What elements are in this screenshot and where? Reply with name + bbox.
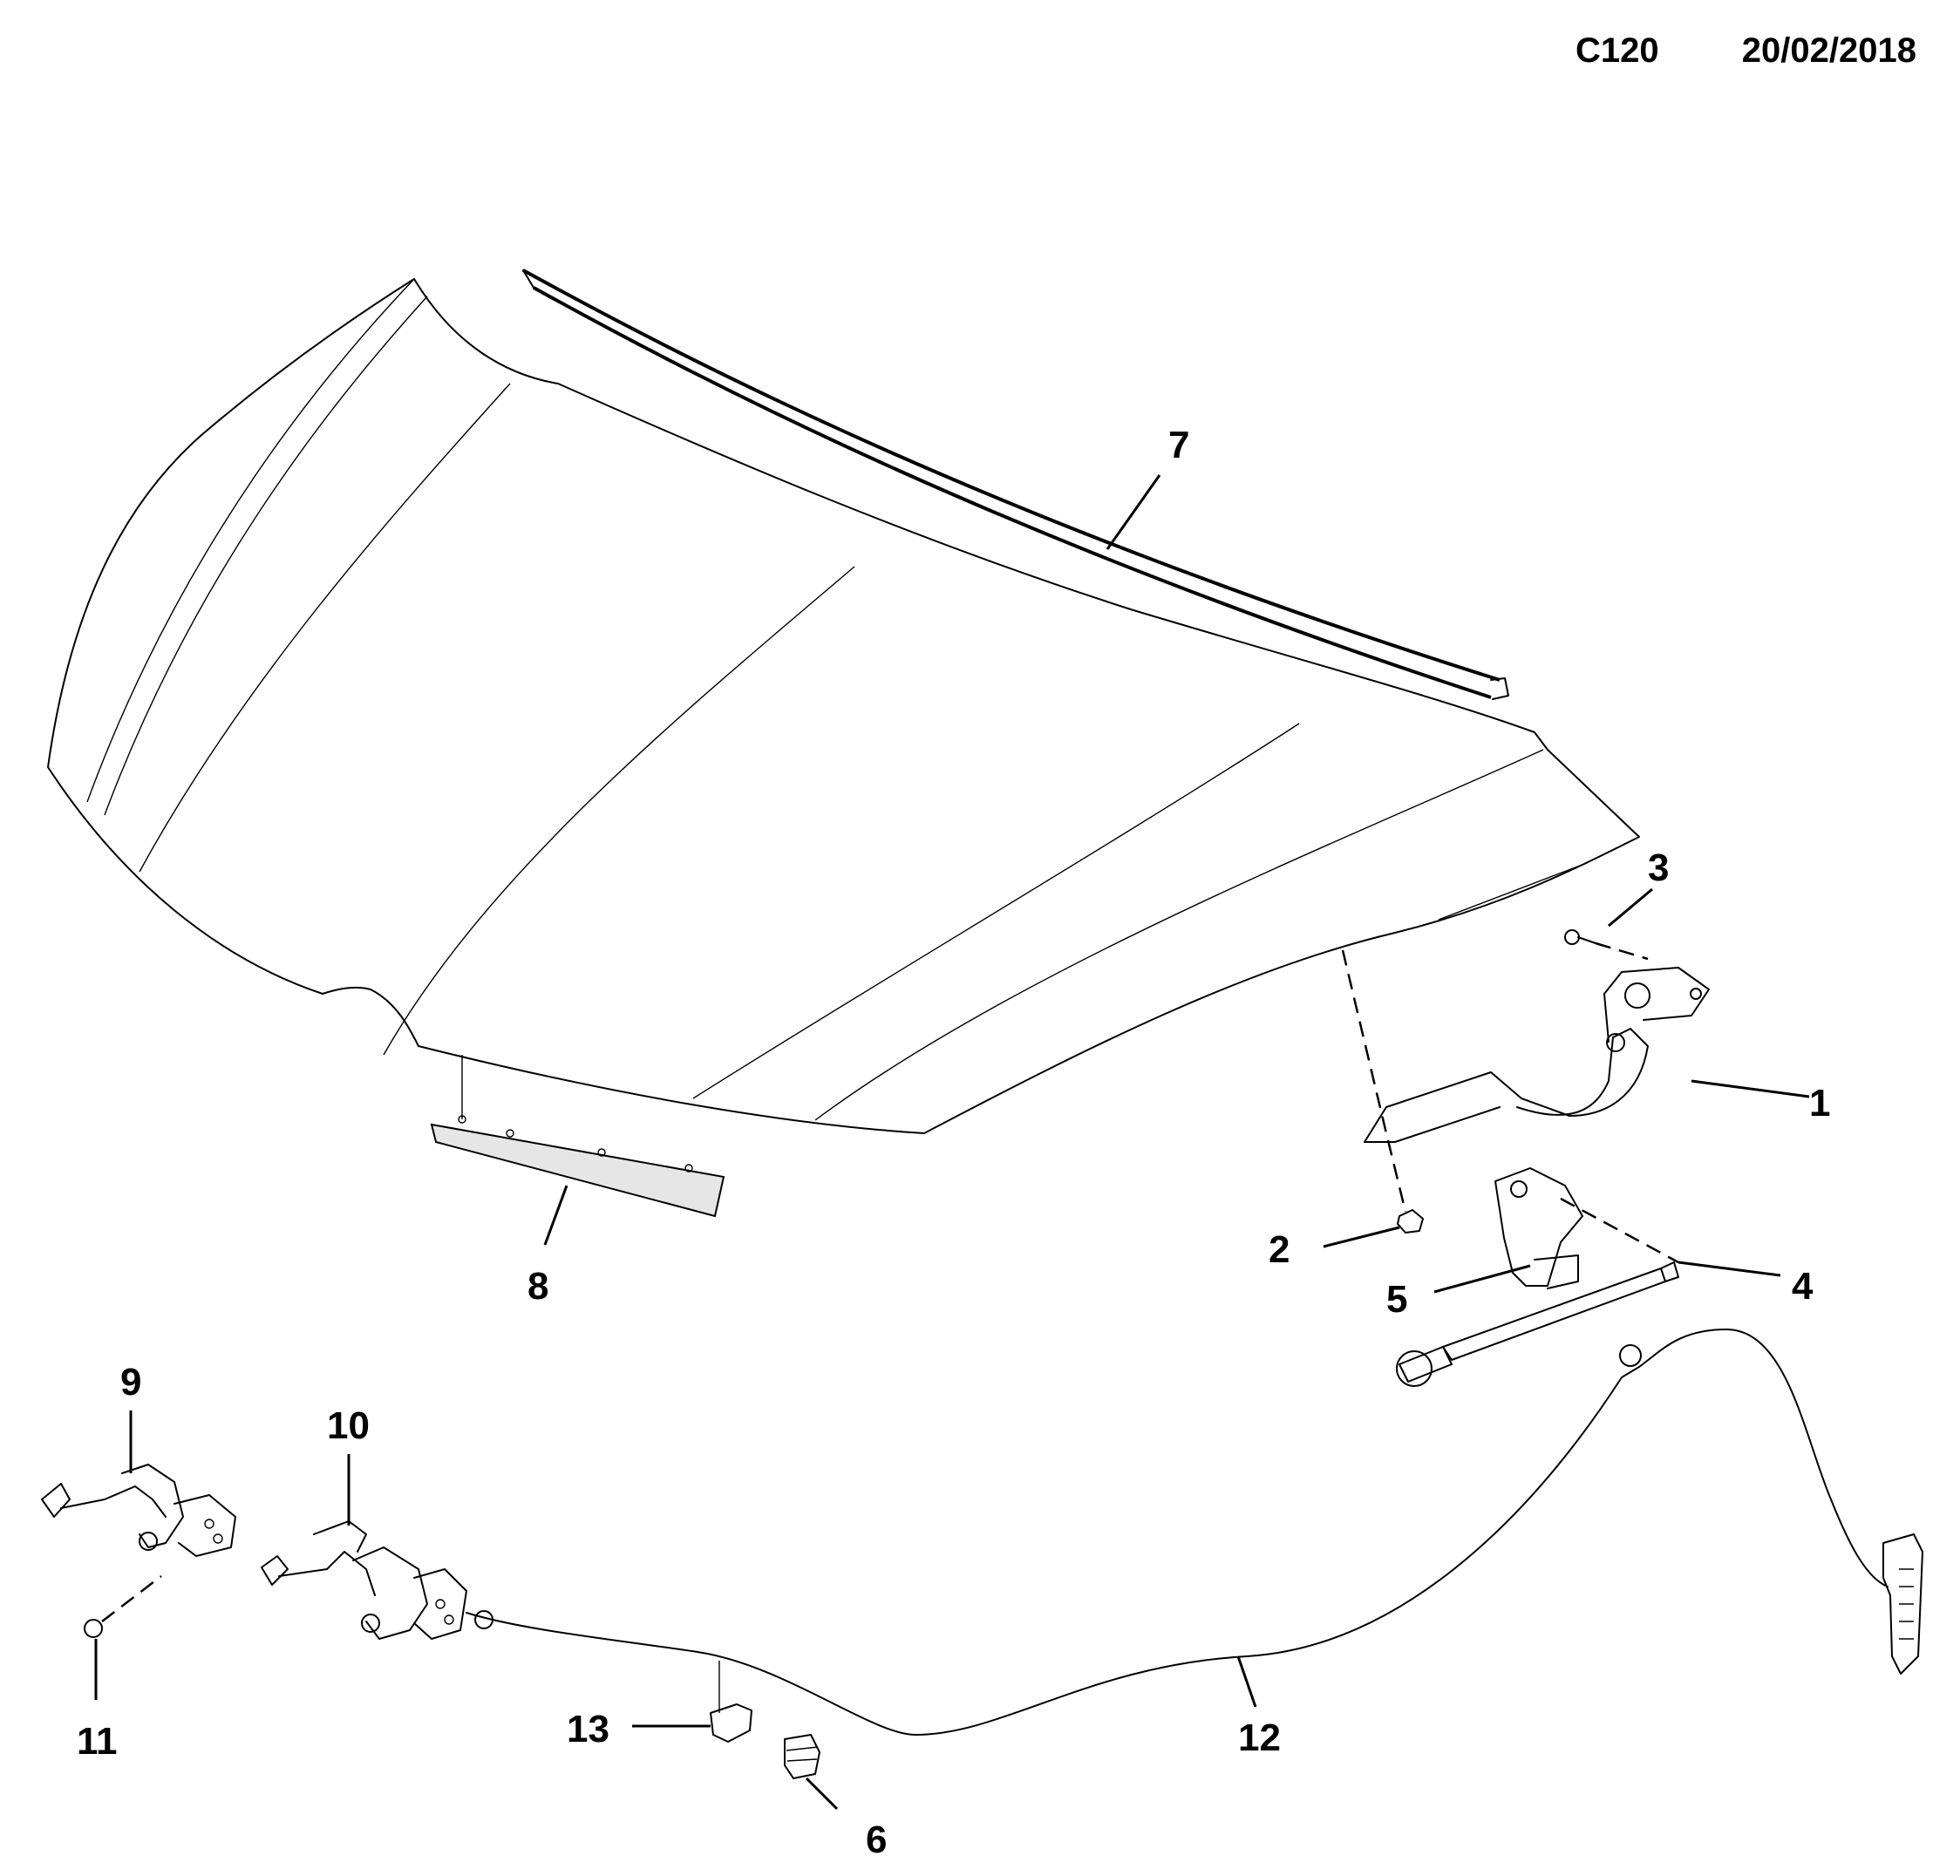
cable-clip bbox=[710, 1661, 752, 1743]
callout-3: 3 bbox=[1648, 846, 1669, 889]
callout-labels: 1 2 3 4 5 6 7 8 9 10 11 12 13 bbox=[77, 424, 1830, 1861]
callout-10: 10 bbox=[327, 1404, 370, 1447]
diagram-date: 20/02/2018 bbox=[1741, 31, 1916, 70]
assembly-line-bracket bbox=[1560, 1197, 1679, 1264]
callout-5: 5 bbox=[1386, 1278, 1407, 1321]
assembly-line-nut bbox=[1341, 949, 1407, 1213]
callout-11: 11 bbox=[77, 1720, 118, 1763]
diagram-code: C120 bbox=[1575, 31, 1659, 70]
diagram-header: C120 20/02/2018 bbox=[1502, 31, 1916, 71]
callout-13: 13 bbox=[567, 1708, 609, 1750]
hood-hinge bbox=[1364, 967, 1710, 1143]
hood-latch-left bbox=[41, 1464, 236, 1557]
hood-release-cable bbox=[466, 1329, 1923, 1736]
gas-strut bbox=[1396, 1261, 1679, 1387]
callout-1: 1 bbox=[1809, 1082, 1830, 1125]
gas-strut-bracket bbox=[1494, 1167, 1583, 1289]
callout-9: 9 bbox=[120, 1361, 141, 1404]
hood-seal-strip bbox=[522, 268, 1509, 700]
callout-6: 6 bbox=[866, 1818, 887, 1861]
hinge-nut bbox=[1397, 1209, 1424, 1234]
callout-7: 7 bbox=[1168, 424, 1189, 466]
callout-12: 12 bbox=[1238, 1716, 1281, 1759]
hood-latch-center bbox=[261, 1520, 467, 1640]
front-hood-trim bbox=[430, 1055, 725, 1218]
hood-bump-stop bbox=[784, 1734, 820, 1779]
callout-4: 4 bbox=[1792, 1265, 1814, 1308]
assembly-line-bolt bbox=[1595, 941, 1649, 961]
hinge-bolt bbox=[1564, 929, 1596, 945]
latch-screw bbox=[84, 1575, 162, 1638]
callout-8: 8 bbox=[527, 1265, 548, 1308]
callout-2: 2 bbox=[1269, 1228, 1290, 1271]
hood-panel bbox=[47, 278, 1640, 1134]
leader-lines bbox=[94, 474, 1810, 1811]
